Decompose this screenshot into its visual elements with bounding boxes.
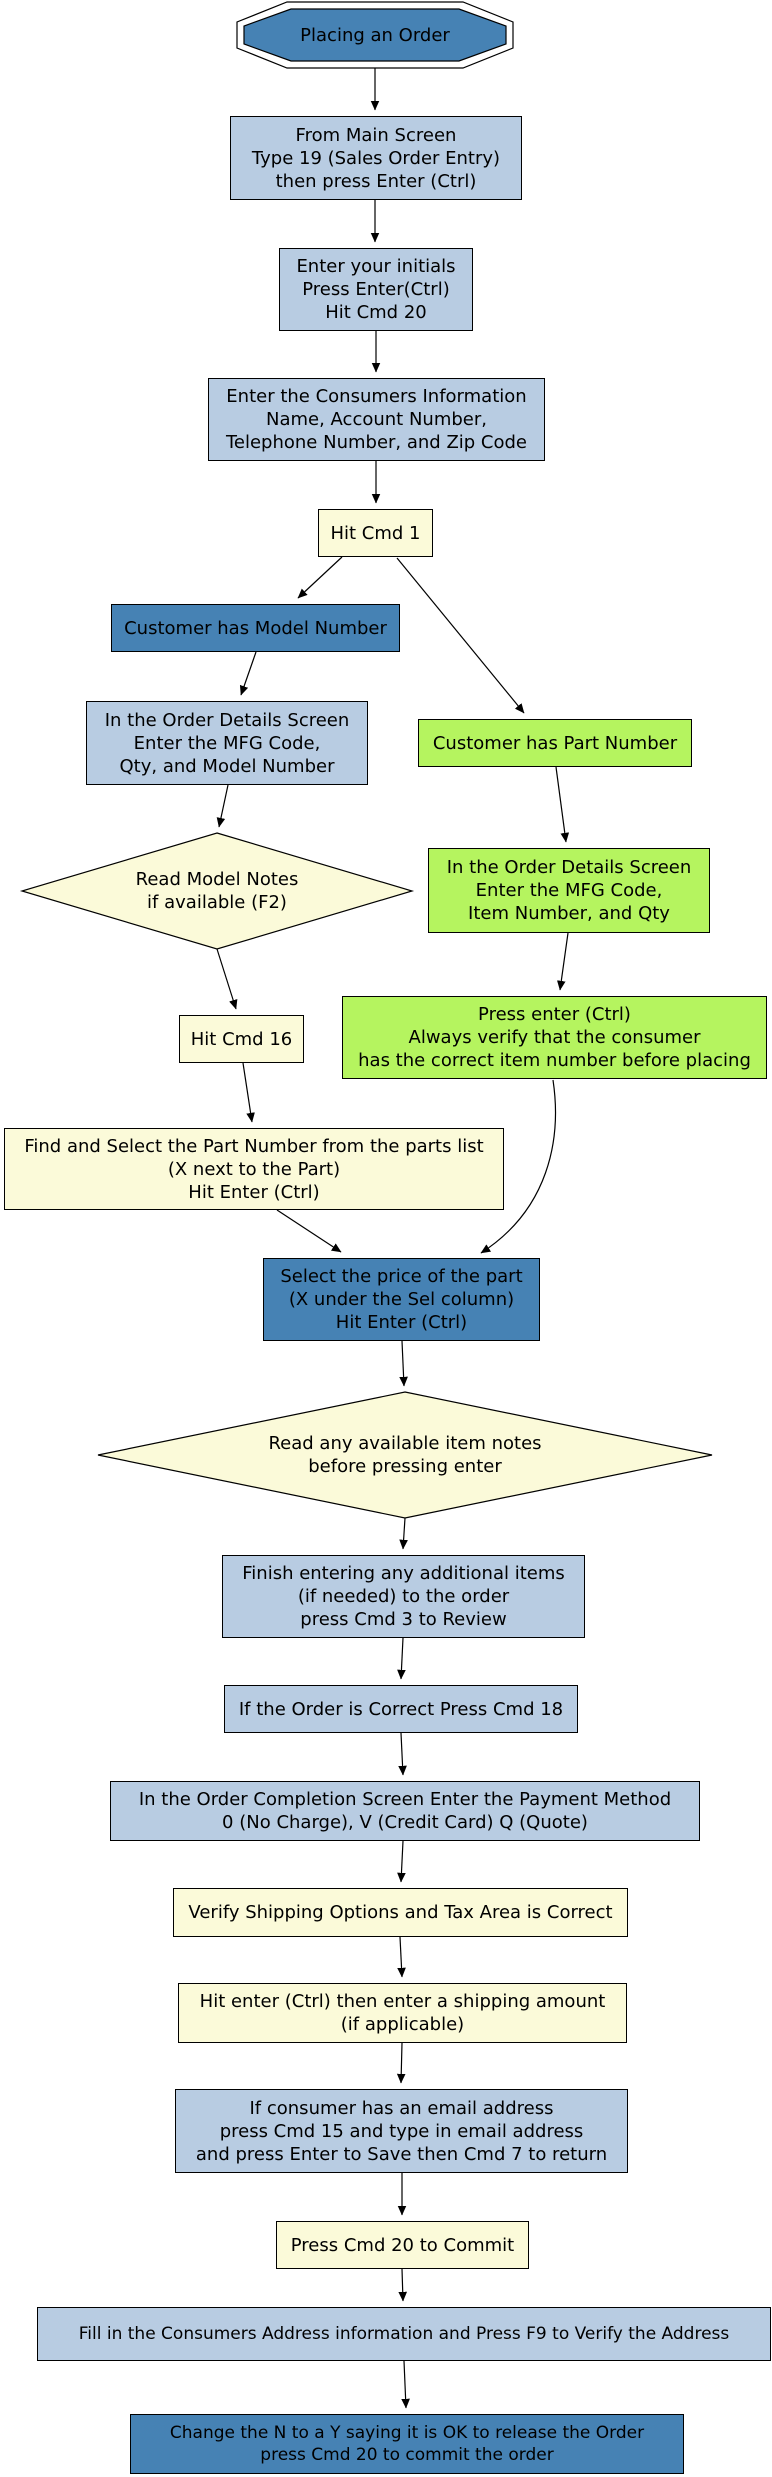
flow-step-verify-shipping-label: Verify Shipping Options and Tax Area is … — [188, 1902, 613, 1923]
flow-step-main-screen: From Main Screen Type 19 (Sales Order En… — [230, 116, 522, 200]
edge-haspart-details — [555, 766, 570, 843]
flow-step-details-model: In the Order Details Screen Enter the MF… — [86, 701, 368, 785]
flow-step-order-correct-label: If the Order is Correct Press Cmd 18 — [238, 1698, 564, 1720]
doubleoctagon-inner — [243, 8, 507, 62]
flow-step-commit-label: Press Cmd 20 to Commit — [290, 2234, 515, 2256]
edge-hasmodel-details — [239, 651, 257, 696]
edge-cmd16-findselect — [242, 1062, 255, 1123]
flow-step-hit-cmd-16: Hit Cmd 16 — [179, 1015, 304, 1063]
edge-correct-payment — [398, 1732, 407, 1776]
flow-step-payment-method: In the Order Completion Screen Enter the… — [110, 1781, 700, 1841]
edge-payment-shipping — [397, 1840, 406, 1883]
edge-cmd1-hasmodel — [297, 556, 343, 599]
edge-pressenter-price — [480, 1079, 556, 1254]
flow-branch-has-model-number: Customer has Model Number — [111, 604, 400, 652]
flow-step-find-select-part: Find and Select the Part Number from the… — [4, 1128, 504, 1210]
flow-decision-read-item-notes-label: Read any available item notes before pre… — [268, 1433, 542, 1477]
edge-shipping-amount — [397, 1936, 406, 1978]
flow-node-start: Placing an Order — [237, 2, 513, 68]
flow-step-hit-cmd-1: Hit Cmd 1 — [318, 509, 433, 557]
flow-step-shipping-amount-label: Hit enter (Ctrl) then enter a shipping a… — [199, 1991, 606, 2035]
flow-step-order-correct: If the Order is Correct Press Cmd 18 — [224, 1685, 578, 1733]
edge-modelnotes-cmd16 — [216, 948, 238, 1010]
flow-step-email-address: If consumer has an email address press C… — [175, 2089, 628, 2173]
flow-decision-read-item-notes: Read any available item notes before pre… — [98, 1392, 712, 1518]
flow-step-fill-address-label: Fill in the Consumers Address informatio… — [78, 2324, 730, 2344]
edge-findselect-price — [276, 1209, 342, 1253]
flow-step-fill-address: Fill in the Consumers Address informatio… — [37, 2307, 771, 2361]
flow-step-press-enter-verify: Press enter (Ctrl) Always verify that th… — [342, 996, 767, 1079]
flow-step-initials-label: Enter your initials Press Enter(Ctrl) Hi… — [296, 256, 456, 323]
flow-step-finish-items-label: Finish entering any additional items (if… — [242, 1563, 565, 1630]
edge-price-itemnotes — [399, 1340, 408, 1387]
edge-details-modelnotes — [216, 784, 229, 828]
flow-step-details-part-label: In the Order Details Screen Enter the MF… — [446, 857, 692, 924]
edge-details-pressenter — [556, 932, 569, 991]
edge-address-release — [401, 2360, 410, 2409]
flow-step-consumer-info-label: Enter the Consumers Information Name, Ac… — [225, 386, 528, 453]
flow-step-press-enter-verify-label: Press enter (Ctrl) Always verify that th… — [358, 1004, 751, 1071]
flow-step-details-part: In the Order Details Screen Enter the MF… — [428, 848, 710, 933]
flow-step-shipping-amount: Hit enter (Ctrl) then enter a shipping a… — [178, 1983, 627, 2043]
flow-step-email-address-label: If consumer has an email address press C… — [195, 2097, 608, 2165]
flow-step-consumer-info: Enter the Consumers Information Name, Ac… — [208, 378, 545, 461]
flow-step-main-screen-label: From Main Screen Type 19 (Sales Order En… — [251, 124, 501, 192]
flow-step-hit-cmd-16-label: Hit Cmd 16 — [190, 1028, 293, 1050]
flow-branch-has-model-number-label: Customer has Model Number — [124, 617, 387, 639]
edge-finish-correct — [397, 1637, 406, 1680]
edge-amount-email — [396, 2042, 406, 2084]
flow-step-select-price-label: Select the price of the part (X under th… — [280, 1266, 523, 1333]
flow-step-initials: Enter your initials Press Enter(Ctrl) Hi… — [279, 248, 473, 331]
flow-step-hit-cmd-1-label: Hit Cmd 1 — [330, 522, 421, 544]
flow-step-commit: Press Cmd 20 to Commit — [276, 2221, 529, 2269]
edge-cmd1-haspart — [396, 557, 525, 714]
flow-step-find-select-part-label: Find and Select the Part Number from the… — [24, 1135, 484, 1203]
flow-step-select-price: Select the price of the part (X under th… — [263, 1258, 540, 1341]
flow-decision-read-model-notes: Read Model Notes if available (F2) — [22, 833, 412, 949]
flow-step-details-model-label: In the Order Details Screen Enter the MF… — [104, 709, 350, 777]
flow-step-verify-shipping: Verify Shipping Options and Tax Area is … — [173, 1888, 628, 1937]
flow-step-payment-method-label: In the Order Completion Screen Enter the… — [138, 1789, 672, 1833]
flow-decision-read-model-notes-label: Read Model Notes if available (F2) — [135, 869, 299, 913]
flow-step-release-order: Change the N to a Y saying it is OK to r… — [130, 2414, 684, 2474]
flow-step-release-order-label: Change the N to a Y saying it is OK to r… — [169, 2423, 645, 2465]
flow-node-start-label: Placing an Order — [300, 24, 450, 46]
edge-group — [216, 68, 570, 2409]
flow-step-finish-items: Finish entering any additional items (if… — [222, 1555, 585, 1638]
edge-itemnotes-finish — [399, 1517, 408, 1550]
flow-branch-has-part-number: Customer has Part Number — [418, 719, 692, 767]
flow-branch-has-part-number-label: Customer has Part Number — [432, 732, 678, 754]
edge-commit-address — [398, 2268, 408, 2302]
start-doubleoctagon-shape — [236, 1, 514, 69]
